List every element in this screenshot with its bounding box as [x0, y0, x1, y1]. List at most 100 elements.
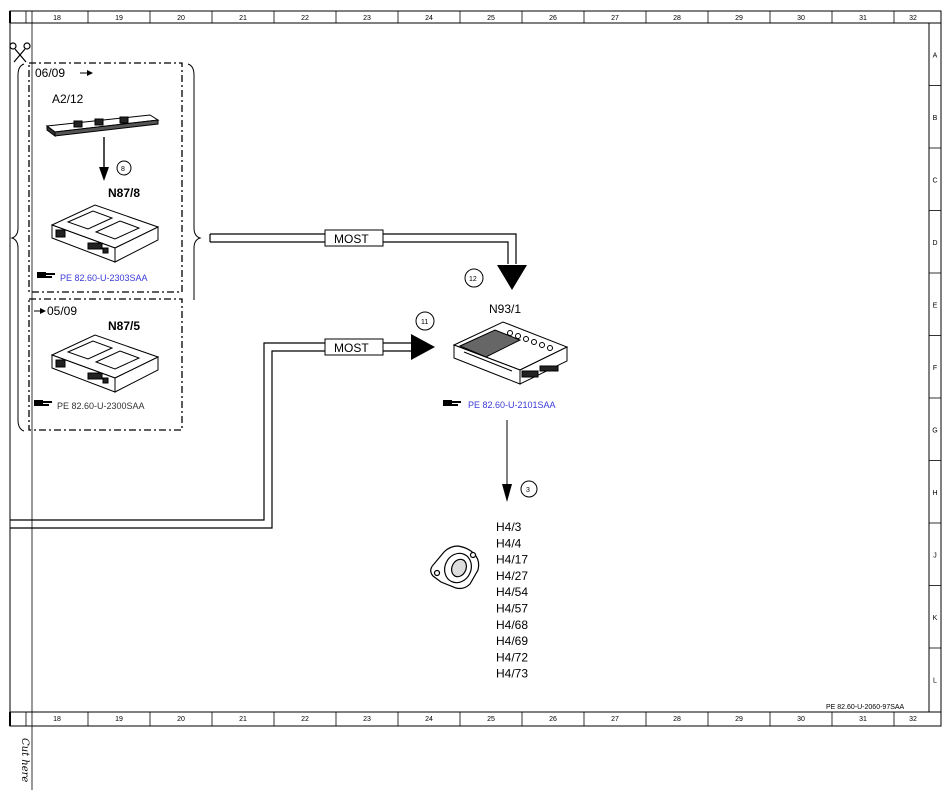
- row-label: L: [933, 677, 937, 684]
- connector-number: 3: [526, 487, 530, 494]
- speaker-label: H4/69: [496, 634, 528, 648]
- reference-text: PE 82.60-U-2300SAA: [57, 401, 145, 411]
- antenna-module-image: [45, 114, 160, 137]
- column-label: 26: [549, 716, 557, 723]
- row-label: G: [932, 427, 937, 434]
- row-label: B: [933, 115, 938, 122]
- connector-circle: [116, 160, 132, 176]
- row-label: E: [933, 302, 938, 309]
- module-label: N87/8: [108, 186, 140, 200]
- bus-label-box: [324, 338, 384, 356]
- speaker-label: H4/4: [496, 536, 522, 550]
- arrow-right-icon: [34, 308, 46, 314]
- reference-hand-icon: [34, 400, 52, 406]
- connector-number: 12: [469, 276, 477, 283]
- most-bus-top: [209, 233, 517, 264]
- cut-here-label: Cut here: [19, 738, 30, 782]
- column-label: 24: [425, 716, 433, 723]
- speaker-label: H4/17: [496, 553, 528, 567]
- arrow-down-icon: [502, 420, 512, 502]
- row-dividers: [929, 85, 941, 649]
- column-label: 22: [301, 716, 309, 723]
- connector-circle: [520, 480, 538, 498]
- arrow-down-icon: [497, 265, 527, 290]
- row-label: J: [933, 552, 937, 559]
- row-label: D: [932, 240, 937, 247]
- reference-link[interactable]: PE 82.60-U-2303SAA: [60, 273, 148, 283]
- column-label: 30: [797, 15, 805, 22]
- sheet-reference: PE 82.60-U-2060-97SAA: [826, 704, 905, 711]
- column-label: 19: [115, 15, 123, 22]
- column-label: 29: [735, 15, 743, 22]
- column-label: 25: [487, 15, 495, 22]
- row-label: C: [932, 177, 937, 184]
- speaker-list: H4/3H4/4H4/17H4/27H4/54H4/57H4/68H4/69H4…: [496, 520, 528, 681]
- column-labels-top: 18 19 20 21 22 23 24 25 26 27 28 29 30 31 32: [53, 15, 917, 22]
- row-label: A: [933, 52, 938, 59]
- speaker-label: H4/27: [496, 569, 528, 583]
- row-label: F: [933, 365, 937, 372]
- column-label: 25: [487, 716, 495, 723]
- sheet-frame: [9, 10, 942, 790]
- component-a-label: A2/12: [52, 92, 84, 106]
- column-label: 24: [425, 15, 433, 22]
- variant-box-bottom: 05/09 N87/5 PE 82.60-U-2300SAA: [28, 298, 183, 431]
- row-labels: A B C D E F G H J K L: [932, 52, 937, 684]
- column-label: 32: [909, 716, 917, 723]
- column-label: 22: [301, 15, 309, 22]
- connector-number: 8: [121, 166, 125, 173]
- column-label: 29: [735, 716, 743, 723]
- reference-link[interactable]: PE 82.60-U-2101SAA: [468, 400, 556, 410]
- column-label: 27: [611, 716, 619, 723]
- column-label: 18: [53, 15, 61, 22]
- column-label: 23: [363, 716, 371, 723]
- module-label: N87/5: [108, 319, 140, 333]
- column-dividers: [25, 11, 895, 726]
- speaker-label: H4/73: [496, 667, 528, 681]
- reference-hand-icon: [443, 400, 461, 406]
- column-label: 20: [177, 15, 185, 22]
- connector-circle: [415, 311, 435, 331]
- column-label: 21: [239, 15, 247, 22]
- column-label: 27: [611, 15, 619, 22]
- arrow-right-icon: [80, 70, 93, 76]
- speaker-label: H4/57: [496, 602, 528, 616]
- column-label: 18: [53, 716, 61, 723]
- connector-number: 11: [421, 319, 428, 326]
- column-label: 20: [177, 716, 185, 723]
- bus-label: MOST: [334, 232, 369, 246]
- row-label: H: [932, 490, 937, 497]
- amplifier-image: [452, 321, 569, 385]
- column-label: 30: [797, 716, 805, 723]
- date-until-label: 05/09: [47, 304, 77, 318]
- column-label: 32: [909, 15, 917, 22]
- amplifier-label: N93/1: [489, 302, 521, 316]
- variant-group-brace: [10, 63, 202, 432]
- column-label: 28: [673, 716, 681, 723]
- row-label: K: [933, 615, 938, 622]
- bus-label: MOST: [334, 341, 369, 355]
- column-label: 23: [363, 15, 371, 22]
- speaker-label: H4/68: [496, 618, 528, 632]
- date-from-label: 06/09: [35, 66, 65, 80]
- speaker-label: H4/3: [496, 520, 522, 534]
- variant-box-top: 06/09 A2/12 8 N87/8: [28, 62, 183, 293]
- connector-circle: [464, 268, 484, 288]
- column-label: 28: [673, 15, 681, 22]
- scissors-icon: [9, 42, 31, 63]
- column-labels-bottom: 18 19 20 21 22 23 24 25 26 27 28 29 30 31 32: [53, 716, 917, 723]
- column-label: 21: [239, 716, 247, 723]
- speaker-icon: [430, 545, 480, 590]
- column-label: 31: [859, 15, 867, 22]
- reference-hand-icon: [37, 272, 55, 278]
- control-module-image: [50, 204, 160, 263]
- arrow-right-icon: [411, 334, 435, 360]
- arrow-down-icon: [99, 137, 109, 181]
- bus-label-box: [324, 229, 384, 247]
- column-label: 26: [549, 15, 557, 22]
- column-label: 31: [859, 716, 867, 723]
- control-module-image: [50, 334, 160, 393]
- speaker-label: H4/54: [496, 585, 528, 599]
- column-label: 19: [115, 716, 123, 723]
